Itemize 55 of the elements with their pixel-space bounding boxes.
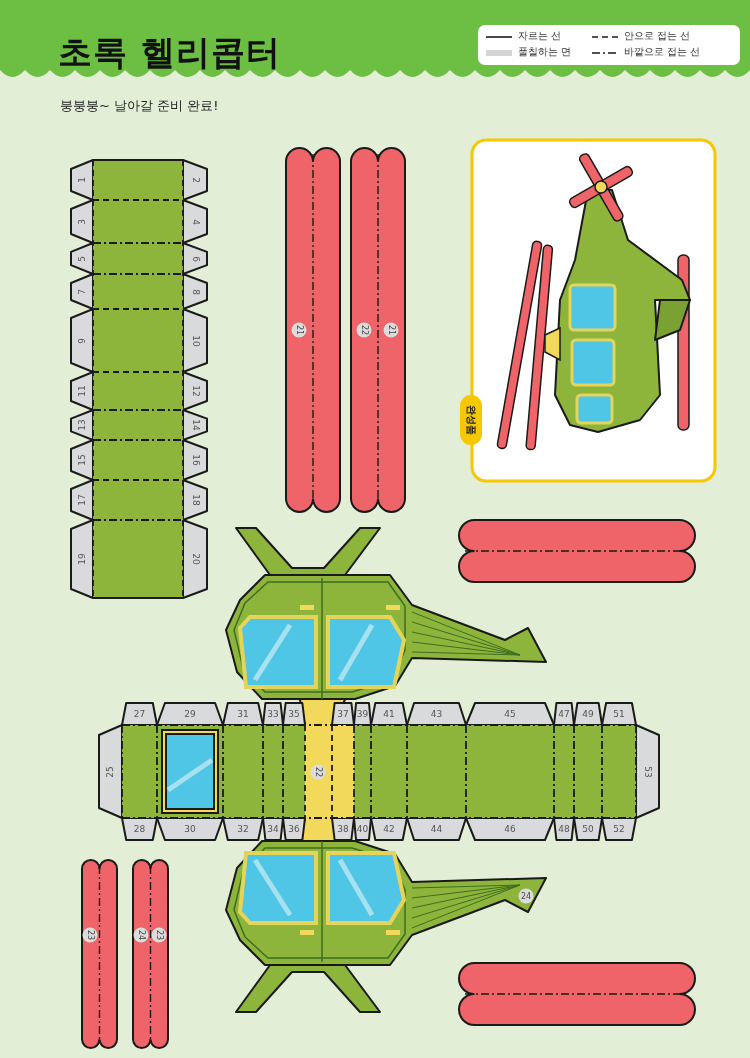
tab-number: 29 xyxy=(184,709,196,719)
tab-number: 49 xyxy=(582,709,594,719)
tab-number: 14 xyxy=(190,419,200,431)
tab-number: 1 xyxy=(77,177,87,183)
legend-text: 자르는 선 xyxy=(518,31,562,41)
tab-number: 2 xyxy=(190,177,200,183)
tab-number: 41 xyxy=(383,709,395,719)
tab-number: 42 xyxy=(383,824,395,834)
tab-number: 51 xyxy=(613,709,625,719)
tab-number: 6 xyxy=(190,255,200,262)
tab-number: 7 xyxy=(77,288,87,295)
tab-number: 12 xyxy=(190,385,200,397)
tab-number: 46 xyxy=(504,824,516,834)
tab-number: 11 xyxy=(77,385,87,397)
subtitle: 붕붕붕~ 날아갈 준비 완료! xyxy=(60,97,219,115)
tab-number: 28 xyxy=(133,824,146,834)
tab-number: 34 xyxy=(267,824,279,834)
legend-text: 풀칠하는 면 xyxy=(518,47,572,57)
tab-number: 44 xyxy=(430,824,443,834)
tab-number: 10 xyxy=(190,334,200,347)
tab-number: 8 xyxy=(190,288,200,295)
tab-number: 9 xyxy=(77,337,87,344)
tab-number: 15 xyxy=(77,454,87,466)
tab-number: 52 xyxy=(613,824,625,834)
tab-number: 5 xyxy=(77,255,87,262)
tab-number: 18 xyxy=(190,494,200,506)
tab-number: 4 xyxy=(190,218,200,225)
tab-number: 32 xyxy=(237,824,249,834)
tab-number: 35 xyxy=(288,709,300,719)
tab-number: 31 xyxy=(237,709,249,719)
finished-tag: 완성품 xyxy=(460,395,482,445)
tab-number: 53 xyxy=(642,766,652,778)
tab-number: 25 xyxy=(105,766,115,778)
tab-number: 16 xyxy=(190,454,200,466)
tab-number: 45 xyxy=(504,709,516,719)
tab-number: 19 xyxy=(77,553,87,565)
page-title: 초록 헬리콥터 xyxy=(58,31,281,74)
tab-number: 48 xyxy=(558,824,570,834)
tab-number: 30 xyxy=(184,824,196,834)
tab-number: 20 xyxy=(190,553,200,565)
legend-text: 안으로 접는 선 xyxy=(624,31,691,41)
tab-number: 3 xyxy=(77,218,87,225)
tab-number: 38 xyxy=(337,824,349,834)
tab-number: 40 xyxy=(356,824,369,834)
tab-number: 33 xyxy=(267,709,279,719)
tab-number: 50 xyxy=(582,824,594,834)
tab-number: 39 xyxy=(356,709,369,719)
legend-text: 바깥으로 접는 선 xyxy=(624,47,701,57)
tab-number: 47 xyxy=(558,709,570,719)
tab-number: 17 xyxy=(77,494,87,506)
tab-number: 37 xyxy=(337,709,349,719)
tab-number: 43 xyxy=(430,709,443,719)
tab-number: 13 xyxy=(77,419,87,431)
tab-number: 27 xyxy=(133,709,146,719)
tab-number: 36 xyxy=(288,824,300,834)
